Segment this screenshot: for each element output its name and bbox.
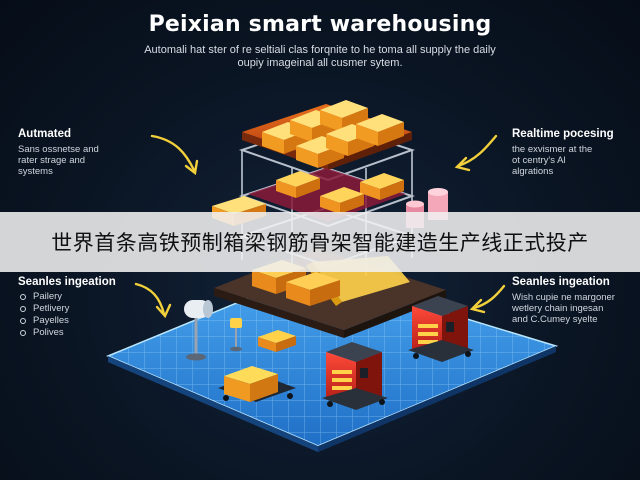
scanner-station xyxy=(184,300,213,361)
list-item-label: Payelles xyxy=(33,315,69,326)
list-item: Payelles xyxy=(20,315,69,327)
list-item-label: Polives xyxy=(33,327,64,338)
list-item-label: Pailery xyxy=(33,291,63,302)
subtitle-line: Automali hat ster of re seltiali clas fo… xyxy=(144,44,496,56)
list-item: Petlivery xyxy=(20,303,69,315)
page-subtitle: Automali hat ster of re seltiali clas fo… xyxy=(90,44,550,70)
floor-cart xyxy=(218,366,296,402)
middle-shelf xyxy=(248,168,406,222)
callout-line: rater strage and xyxy=(18,155,86,166)
subtitle-line: oupiy imageinal all cusmer sytem. xyxy=(237,57,403,69)
callout-line: ot centry's Al xyxy=(512,155,566,166)
arrow-icon-top-right xyxy=(454,134,498,172)
arrow-icon-bottom-right xyxy=(469,284,506,314)
callout-integration-left-title: Seanles ingeation xyxy=(18,276,116,288)
agv-robot-left xyxy=(322,342,388,410)
bullet-icon xyxy=(20,318,26,324)
list-item: Pailery xyxy=(20,291,69,303)
arrow-icon-bottom-left xyxy=(134,282,172,319)
caption-banner: 世界首条高铁预制箱梁钢筋骨架智能建造生产线正式投产 xyxy=(0,212,640,272)
callout-line: wetlery chain ingesan xyxy=(512,303,604,314)
arrow-icon-top-left xyxy=(150,134,199,176)
callout-integration-right-text: Wish cupie ne margoner wetlery chain ing… xyxy=(512,292,615,325)
callout-line: the exvismer at the xyxy=(512,144,593,155)
bullet-icon xyxy=(20,294,26,300)
callout-integration-left-list: Pailery Petlivery Payelles Polives xyxy=(20,291,69,339)
callout-line: Wish cupie ne margoner xyxy=(512,292,615,303)
bullet-icon xyxy=(20,306,26,312)
bullet-icon xyxy=(20,330,26,336)
callout-line: systems xyxy=(18,166,53,177)
beacon xyxy=(230,318,242,352)
floor-crates-small xyxy=(258,330,296,352)
callout-automated-text: Sans ossnetse and rater strage and syste… xyxy=(18,144,99,177)
list-item-label: Petlivery xyxy=(33,303,70,314)
page-title: Peixian smart warehousing xyxy=(148,12,492,37)
callout-line: Sans ossnetse and xyxy=(18,144,99,155)
callout-realtime-title: Realtime pocesing xyxy=(512,128,614,140)
callout-line: algrations xyxy=(512,166,554,177)
callout-realtime-text: the exvismer at the ot centry's Al algra… xyxy=(512,144,592,177)
callout-integration-right-title: Seanles ingeation xyxy=(512,276,610,288)
agv-robot-right xyxy=(408,296,474,362)
top-crates xyxy=(262,100,404,168)
list-item: Polives xyxy=(20,327,69,339)
callout-automated-title: Autmated xyxy=(18,128,72,140)
callout-line: and C.Cumey syelte xyxy=(512,314,598,325)
caption-text: 世界首条高铁预制箱梁钢筋骨架智能建造生产线正式投产 xyxy=(51,231,589,255)
